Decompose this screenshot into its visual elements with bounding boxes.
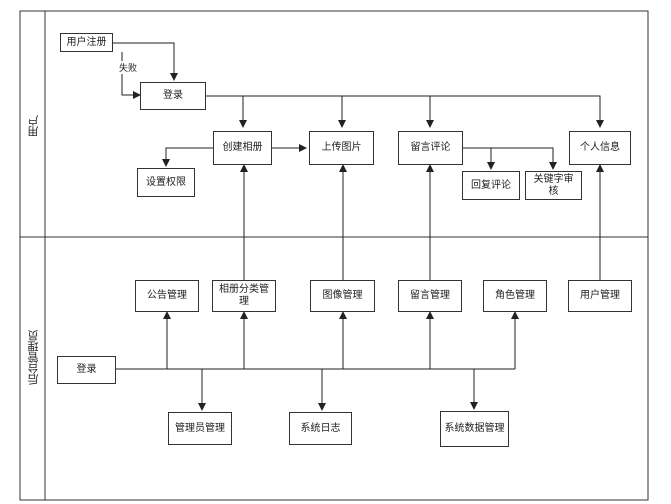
node-image-mgmt[interactable]: 图像管理 xyxy=(310,280,375,312)
node-role-mgmt[interactable]: 角色管理 xyxy=(483,280,547,312)
node-admin-mgmt[interactable]: 管理员管理 xyxy=(168,412,232,445)
node-message-comment[interactable]: 留言评论 xyxy=(398,131,463,165)
node-personal-info[interactable]: 个人信息 xyxy=(569,131,631,165)
edge-register-login xyxy=(113,42,178,81)
node-announcement-mgmt[interactable]: 公告管理 xyxy=(135,280,199,312)
node-login-admin[interactable]: 登录 xyxy=(57,356,116,384)
swimlane-frame xyxy=(19,10,649,501)
node-reply-comment[interactable]: 回复评论 xyxy=(462,171,520,200)
node-user-mgmt[interactable]: 用户管理 xyxy=(568,280,632,312)
node-keyword-review[interactable]: 关键字审核 xyxy=(525,171,582,200)
connectors xyxy=(113,42,604,411)
node-login-user[interactable]: 登录 xyxy=(140,82,206,110)
lane-label-user: 用户 xyxy=(27,115,40,137)
edge-comment-branches xyxy=(463,147,557,170)
edge-album-permission xyxy=(162,147,213,167)
node-register[interactable]: 用户注册 xyxy=(60,33,113,52)
node-system-log[interactable]: 系统日志 xyxy=(289,412,352,445)
node-create-album[interactable]: 创建相册 xyxy=(213,131,272,165)
node-album-category-mgmt[interactable]: 相册分类管理 xyxy=(212,280,276,312)
node-sys-data-mgmt[interactable]: 系统数据管理 xyxy=(440,411,509,447)
edge-login-bus xyxy=(206,95,604,128)
node-set-permission[interactable]: 设置权限 xyxy=(137,168,195,197)
node-message-mgmt[interactable]: 留言管理 xyxy=(398,280,462,312)
lane-label-admin: 后台管理员 xyxy=(27,330,40,385)
edge-label-fail: 失败 xyxy=(118,61,139,74)
node-upload-image[interactable]: 上传图片 xyxy=(309,131,374,165)
